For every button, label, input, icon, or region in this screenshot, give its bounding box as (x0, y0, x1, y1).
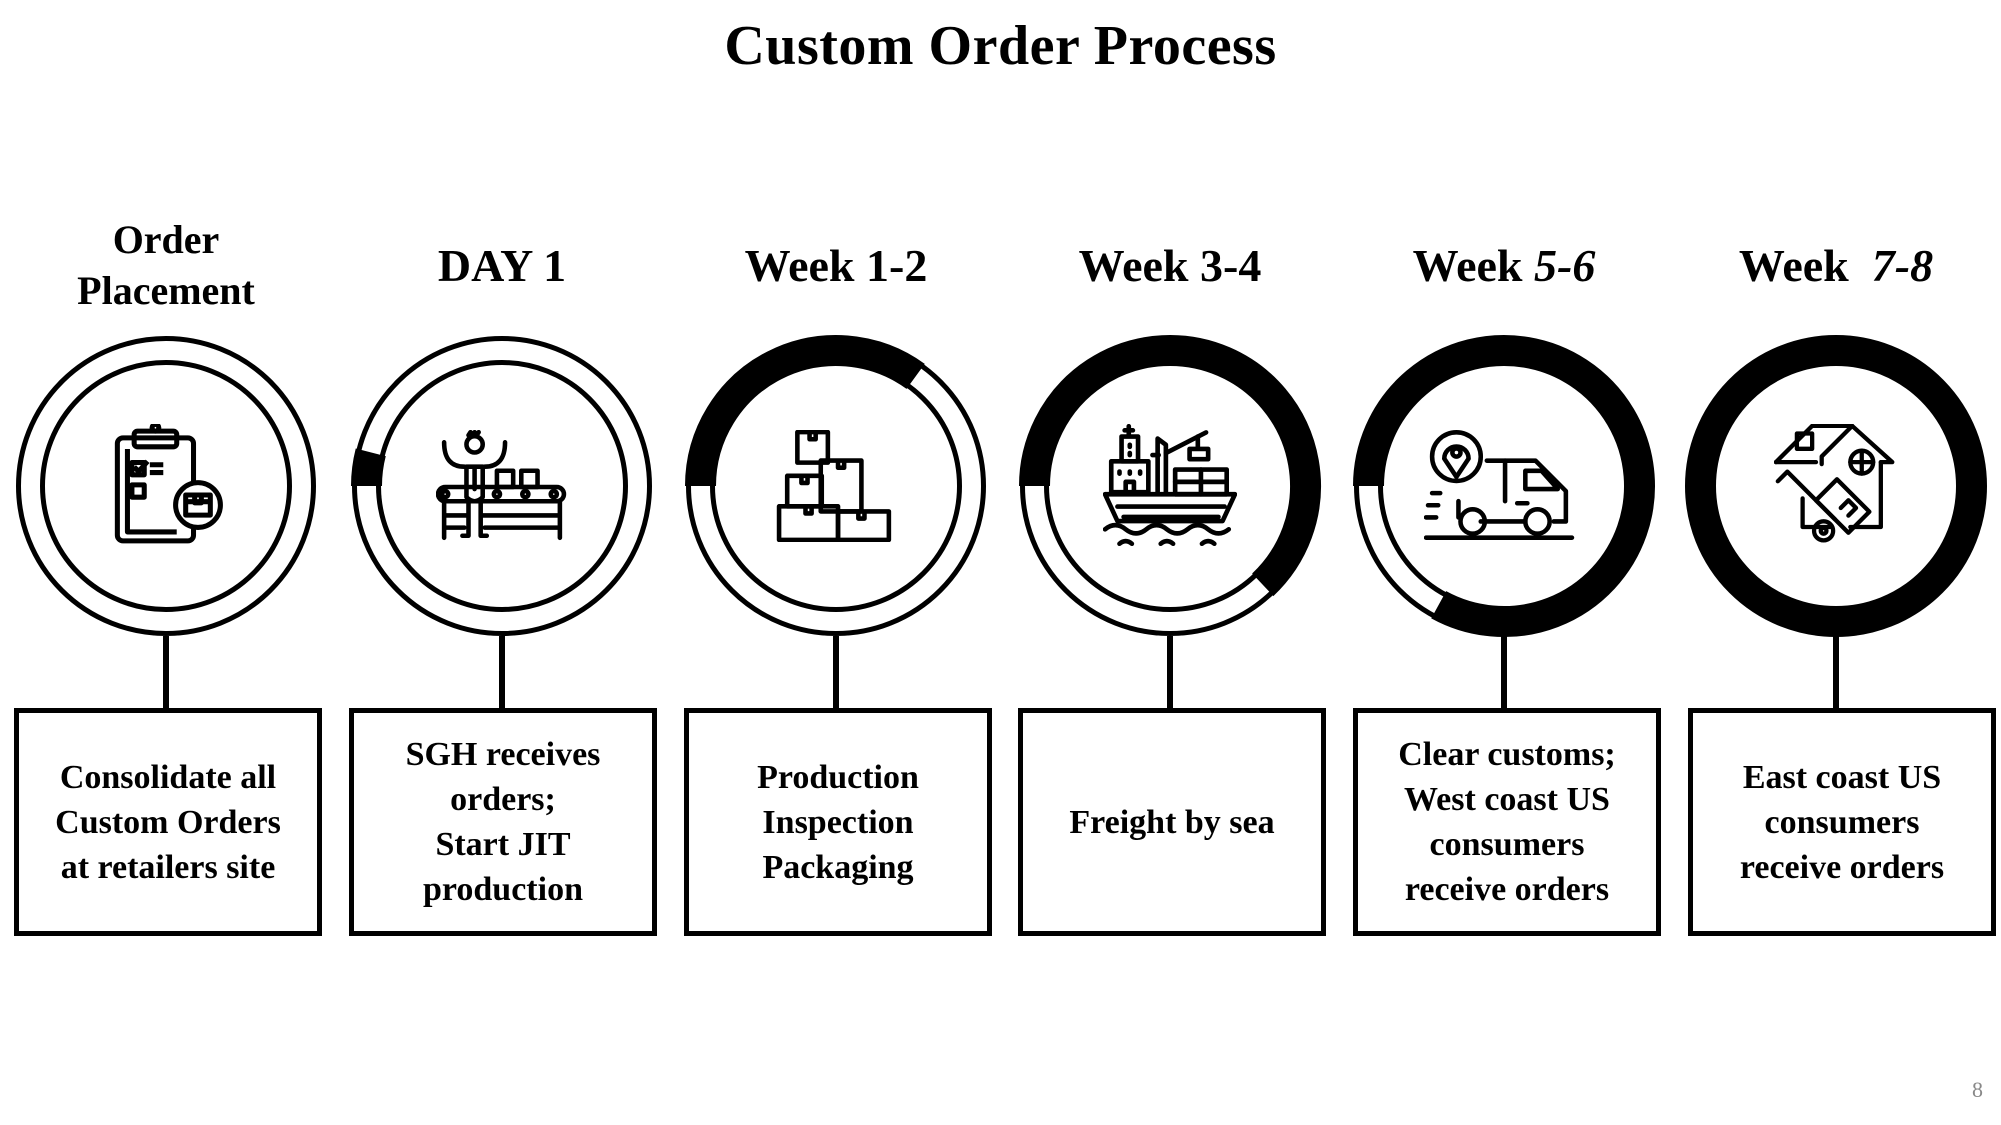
stage-label-line: Order (112, 217, 220, 262)
stage-description-box: Freight by sea (1018, 708, 1326, 936)
stage-description-box: Clear customs; West coast US consumers r… (1353, 708, 1661, 936)
stage-label: Week 1-2 (676, 240, 996, 291)
stage-label: Week 7-8 (1676, 240, 1996, 291)
ring-outer-outline (16, 336, 316, 636)
stage-label-part: Week (1738, 240, 1872, 291)
stage-description-box: Consolidate all Custom Orders at retaile… (14, 708, 322, 936)
stage-description: Freight by sea (1069, 803, 1275, 841)
stage-ring-6 (1685, 335, 1987, 710)
ring-inner-outline (40, 360, 292, 612)
stage-ring-5 (1353, 335, 1655, 710)
stage-label-part: Week (1412, 240, 1535, 291)
stage-label-part: Week 1-2 (744, 240, 928, 291)
stage-label-part: DAY 1 (437, 240, 567, 291)
stage-label-line: Placement (77, 268, 255, 313)
stage-ring-4 (1019, 335, 1321, 710)
progress-arc (1685, 335, 1987, 637)
progress-arc (685, 335, 925, 487)
stage-description-box: East coast US consumers receive orders (1688, 708, 1996, 936)
progress-arc (1019, 335, 1321, 597)
stage-description: SGH receives orders; Start JIT productio… (405, 736, 601, 908)
stage-label: Week 3-4 (1010, 240, 1330, 291)
stage-description: Clear customs; West coast US consumers r… (1398, 736, 1616, 908)
stage-description-box: Production Inspection Packaging (684, 708, 992, 936)
stage-description: East coast US consumers receive orders (1739, 758, 1945, 886)
page-number: 8 (1972, 1077, 1983, 1102)
stage-ring-1 (16, 336, 316, 710)
stage-description: Consolidate all Custom Orders at retaile… (55, 758, 281, 886)
stage-label-part: Week 3-4 (1078, 240, 1262, 291)
progress-arc (351, 448, 386, 487)
stage-description: Production Inspection Packaging (757, 758, 919, 886)
stage-ring-2 (351, 336, 652, 710)
stage-label-part: 5-6 (1534, 240, 1596, 291)
stage-ring-3 (685, 335, 986, 710)
stage-label: DAY 1 (342, 240, 662, 291)
stage-label: Week 5-6 (1344, 240, 1664, 291)
progress-arc (1353, 335, 1655, 637)
page-title: Custom Order Process (724, 15, 1277, 77)
stage-label-part: 7-8 (1871, 240, 1934, 291)
stage-description-box: SGH receives orders; Start JIT productio… (349, 708, 657, 936)
